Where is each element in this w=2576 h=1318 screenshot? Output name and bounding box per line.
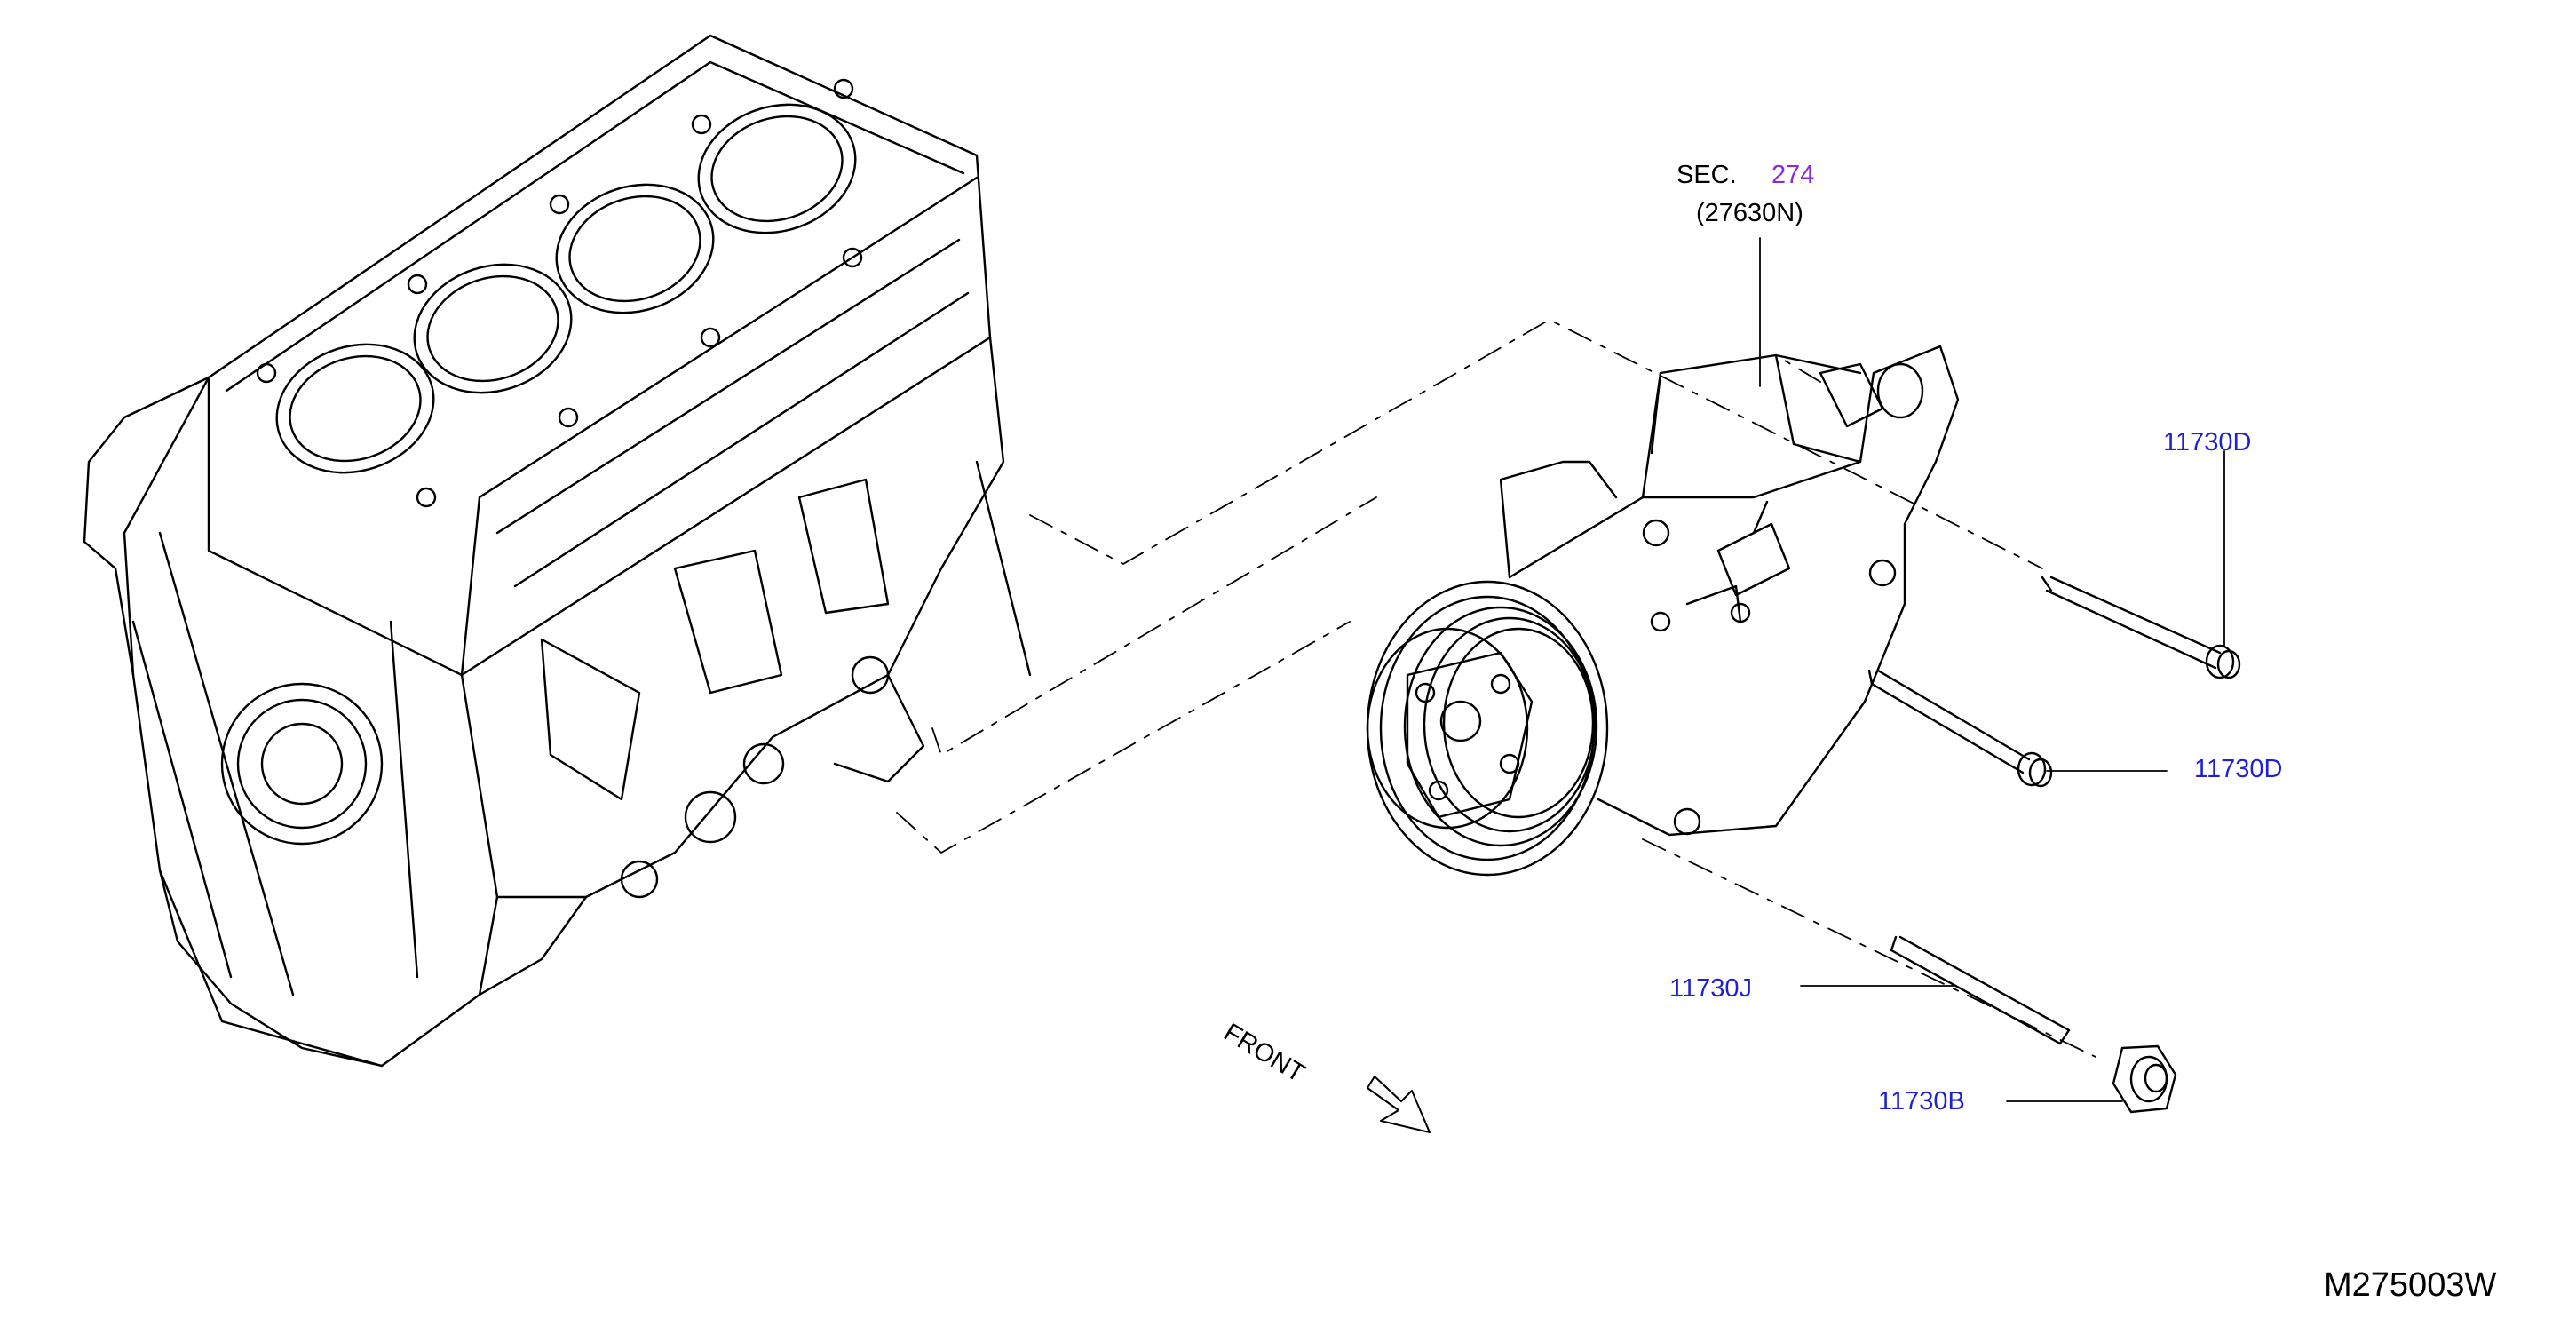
section-link-274[interactable]: 274 [1771,161,1815,189]
diagram-code: M275003W [2324,1266,2497,1304]
callout-11730d-upper[interactable]: 11730D [2163,428,2252,457]
assembly-centerlines [896,319,2096,1058]
bolt-lower-illustration [1867,669,2053,788]
callout-11730j[interactable]: 11730J [1669,974,1752,1003]
section-prefix: SEC. [1676,161,1737,189]
stud-illustration [1890,935,2071,1045]
ac-compressor-illustration [1366,345,1960,877]
front-arrow-icon [1367,1076,1431,1133]
section-part-number: (27630N) [1696,199,1803,227]
engine-block-illustration [83,34,1032,1068]
callout-11730d-lower[interactable]: 11730D [2194,755,2283,783]
leader-lines [1759,237,2225,1102]
callout-11730b[interactable]: 11730B [1878,1087,1965,1116]
nut-illustration [2112,1044,2177,1114]
bolt-upper-illustration [2041,576,2241,679]
